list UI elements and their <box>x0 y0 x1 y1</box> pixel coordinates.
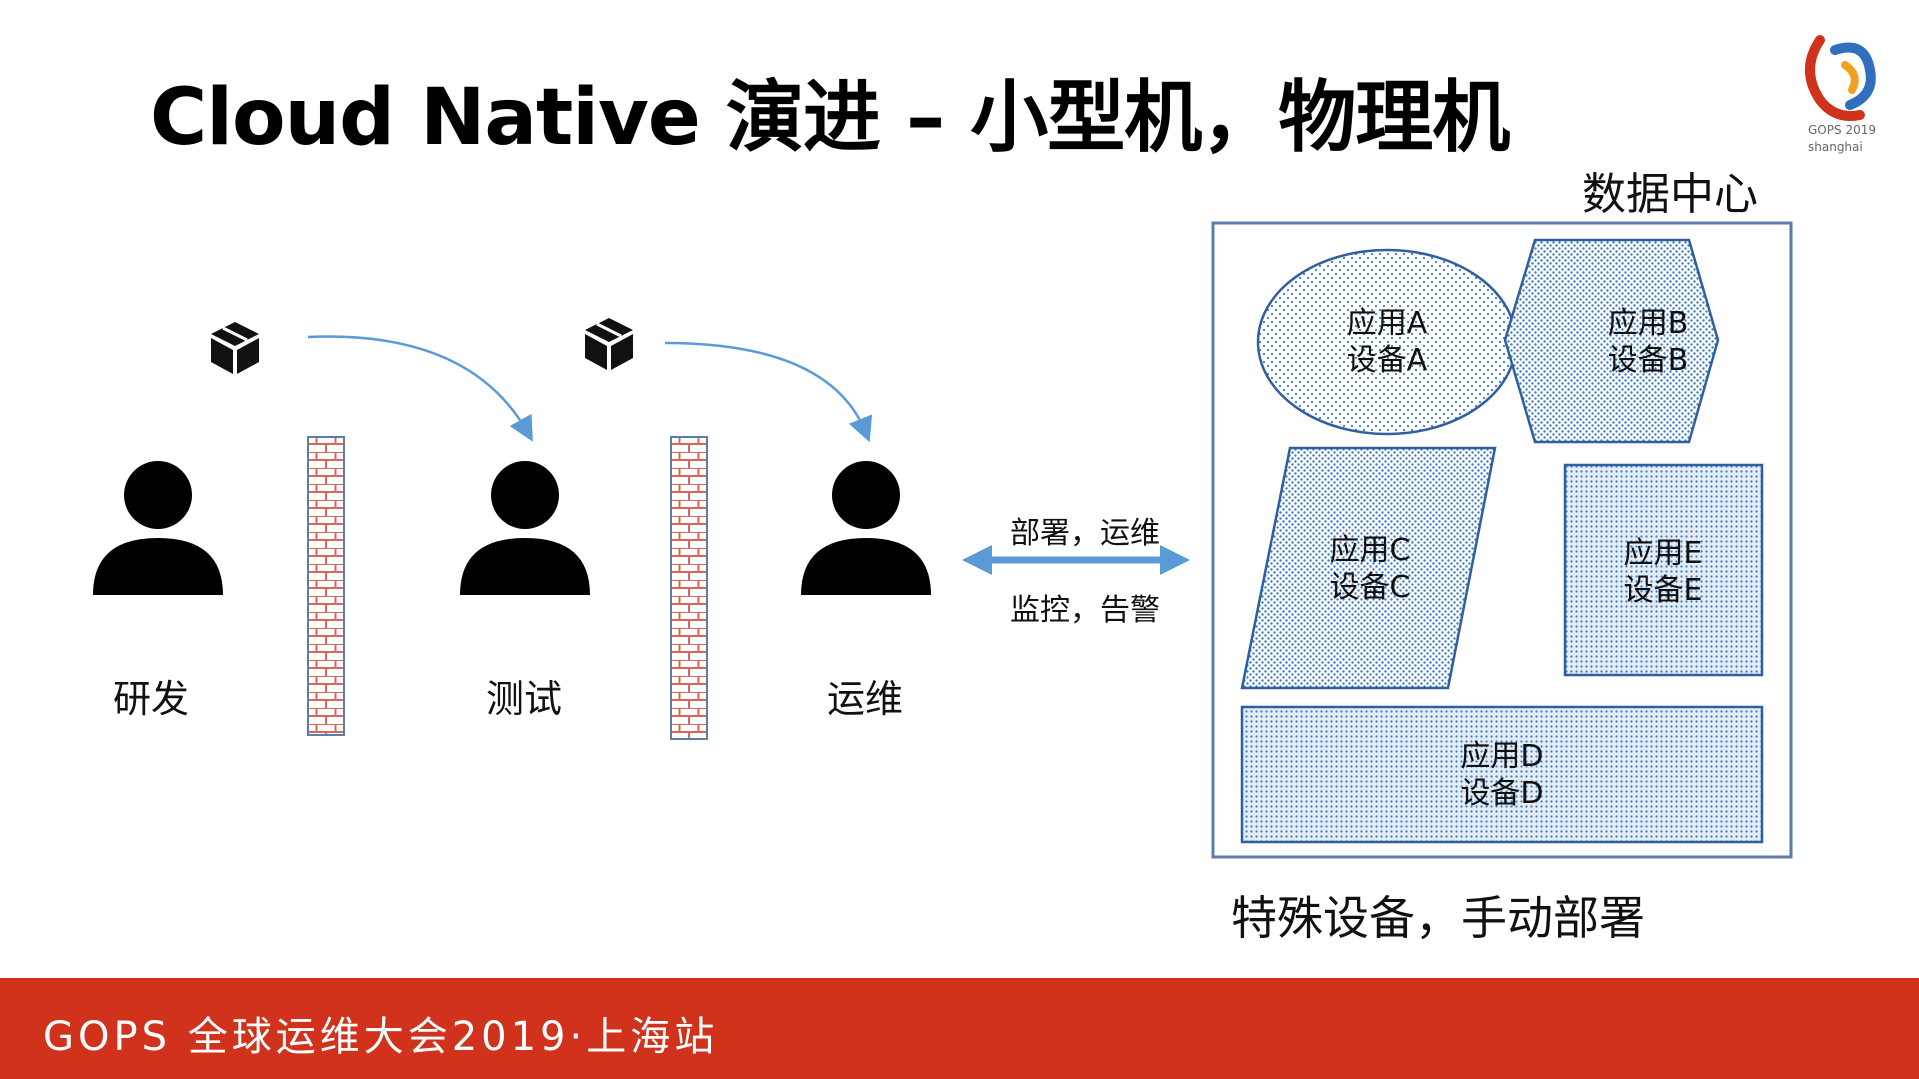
device-a: 应用A 设备A <box>1256 248 1518 436</box>
footer-text: GOPS 全球运维大会2019·上海站 <box>43 1014 719 1060</box>
footer-bar: GOPS 全球运维大会2019·上海站 <box>0 978 1919 1079</box>
device-e: 应用E 设备E <box>1563 463 1764 677</box>
package-icon <box>585 318 633 370</box>
device-c: 应用C 设备C <box>1240 446 1497 690</box>
brick-wall <box>670 436 708 740</box>
device-e-app: 应用E <box>1624 536 1703 571</box>
monitor-alert-label: 监控，告警 <box>1010 593 1160 628</box>
handoff-arrow-dev-to-test <box>307 335 533 442</box>
person-icon <box>460 461 590 595</box>
role-label-dev: 研发 <box>113 677 190 721</box>
logo-city: shanghai <box>1808 140 1863 154</box>
device-d-app: 应用D <box>1460 739 1543 774</box>
device-b-app: 应用B <box>1608 306 1689 341</box>
device-b: 应用B 设备B <box>1503 238 1720 444</box>
logo-caption: GOPS 2019 shanghai <box>1808 122 1876 156</box>
person-icon <box>93 461 223 595</box>
package-icon <box>211 322 259 374</box>
device-e-device: 设备E <box>1624 573 1703 608</box>
device-a-device: 设备A <box>1347 343 1428 378</box>
logo-year: 2019 <box>1845 123 1876 137</box>
device-a-app: 应用A <box>1347 306 1428 341</box>
gops-logo <box>1805 35 1876 121</box>
person-icon <box>801 461 931 595</box>
device-c-app: 应用C <box>1330 533 1411 568</box>
datacenter-label: 数据中心 <box>1582 169 1758 220</box>
device-b-device: 设备B <box>1608 343 1689 378</box>
handoff-arrow-test-to-ops <box>664 341 873 443</box>
device-c-device: 设备C <box>1330 570 1411 605</box>
brick-wall <box>307 436 345 736</box>
datacenter-diagram: 应用A 设备A 应用B 设备B 应用C 设备C 应用E 设备E 应用D 设备D <box>1211 221 1793 859</box>
device-d-device: 设备D <box>1460 776 1543 811</box>
device-d: 应用D 设备D <box>1240 705 1764 844</box>
deploy-ops-label: 部署，运维 <box>1010 516 1160 551</box>
role-label-test: 测试 <box>486 677 563 721</box>
logo-name: GOPS <box>1808 123 1842 137</box>
special-devices-note: 特殊设备，手动部署 <box>1231 891 1645 945</box>
slide-title: Cloud Native 演进 – 小型机，物理机 <box>150 73 1510 163</box>
role-label-ops: 运维 <box>827 677 904 721</box>
ops-datacenter-double-arrow <box>962 545 1190 575</box>
